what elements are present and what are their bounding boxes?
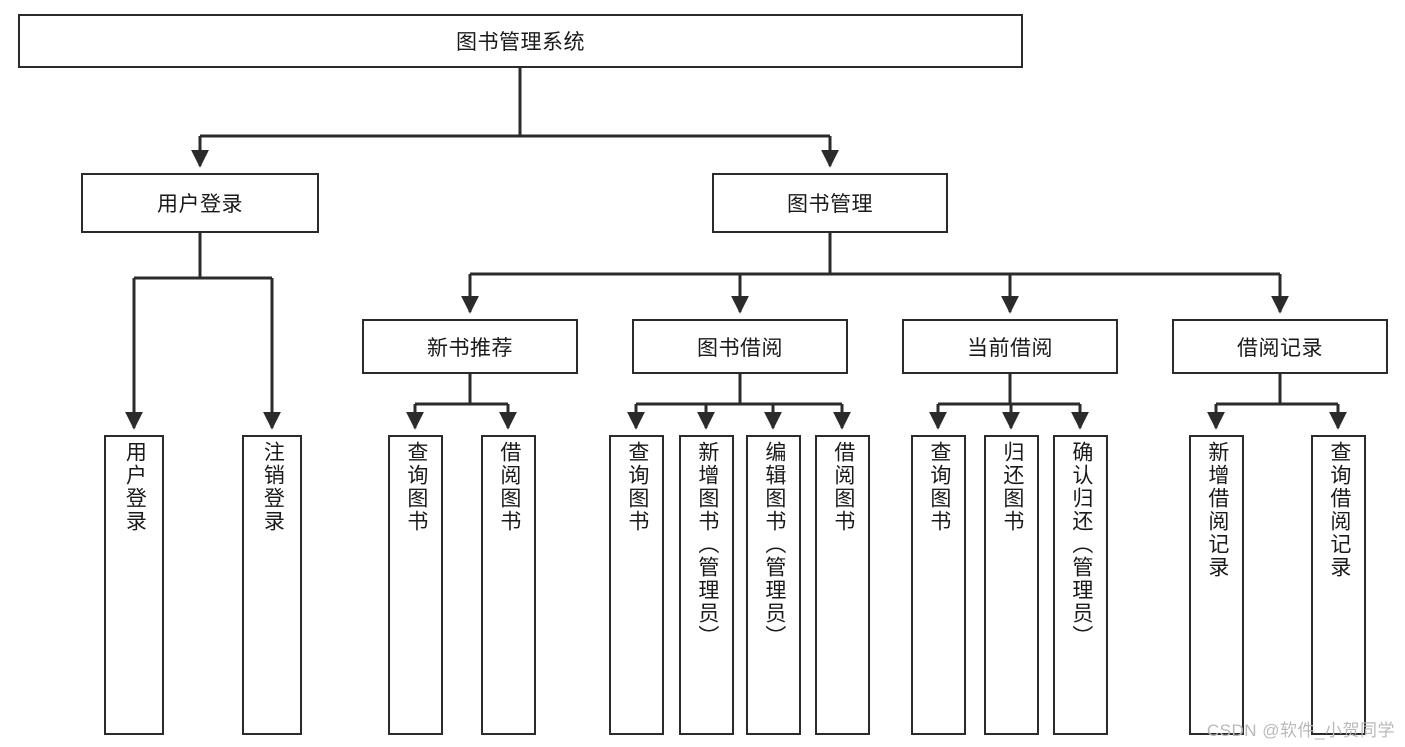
node-current-borrow[interactable]: 当前借阅 <box>902 319 1118 374</box>
leaf-label: 注销登录 <box>261 441 285 533</box>
node-book-management[interactable]: 图书管理 <box>712 173 948 233</box>
leaf-label: 确认归还（管理员） <box>1069 441 1093 648</box>
node-borrow-record[interactable]: 借阅记录 <box>1172 319 1388 374</box>
leaf-node[interactable]: 新增借阅记录 <box>1189 435 1244 735</box>
leaf-node[interactable]: 查询图书 <box>609 435 664 735</box>
leaf-label: 查询借阅记录 <box>1327 441 1351 579</box>
leaf-node[interactable]: 查询图书 <box>911 435 966 735</box>
leaf-label: 新增图书（管理员） <box>695 441 719 648</box>
watermark: CSDN @软件_小贺同学 <box>1206 721 1395 740</box>
leaf-node[interactable]: 查询借阅记录 <box>1311 435 1366 735</box>
node-book-borrow[interactable]: 图书借阅 <box>632 319 848 374</box>
leaf-node[interactable]: 编辑图书（管理员） <box>746 435 801 735</box>
leaf-label: 借阅图书 <box>831 441 855 533</box>
leaf-node[interactable]: 借阅图书 <box>481 435 536 735</box>
leaf-node[interactable]: 用户登录 <box>104 435 164 735</box>
leaf-label: 查询图书 <box>404 441 428 533</box>
node-borrow-record-label: 借阅记录 <box>1237 336 1323 360</box>
leaf-label: 新增借阅记录 <box>1205 441 1229 579</box>
leaf-node[interactable]: 确认归还（管理员） <box>1053 435 1108 735</box>
leaf-node[interactable]: 新增图书（管理员） <box>679 435 734 735</box>
node-user-login-label: 用户登录 <box>157 193 243 216</box>
node-user-login[interactable]: 用户登录 <box>81 173 319 233</box>
node-current-borrow-label: 当前借阅 <box>967 336 1053 360</box>
leaf-node[interactable]: 借阅图书 <box>815 435 870 735</box>
leaf-label: 用户登录 <box>123 441 147 533</box>
leaf-label: 借阅图书 <box>497 441 521 533</box>
leaf-label: 查询图书 <box>927 441 951 533</box>
node-new-book-recommend[interactable]: 新书推荐 <box>362 319 578 374</box>
node-root[interactable]: 图书管理系统 <box>18 14 1023 68</box>
leaf-label: 归还图书 <box>1000 441 1024 533</box>
leaf-node[interactable]: 注销登录 <box>242 435 302 735</box>
node-root-label: 图书管理系统 <box>456 31 585 54</box>
node-new-book-recommend-label: 新书推荐 <box>427 336 513 360</box>
leaf-node[interactable]: 查询图书 <box>388 435 443 735</box>
leaf-label: 编辑图书（管理员） <box>762 441 786 648</box>
node-book-borrow-label: 图书借阅 <box>697 336 783 360</box>
leaf-label: 查询图书 <box>625 441 649 533</box>
node-book-management-label: 图书管理 <box>787 193 873 216</box>
leaf-node[interactable]: 归还图书 <box>984 435 1039 735</box>
